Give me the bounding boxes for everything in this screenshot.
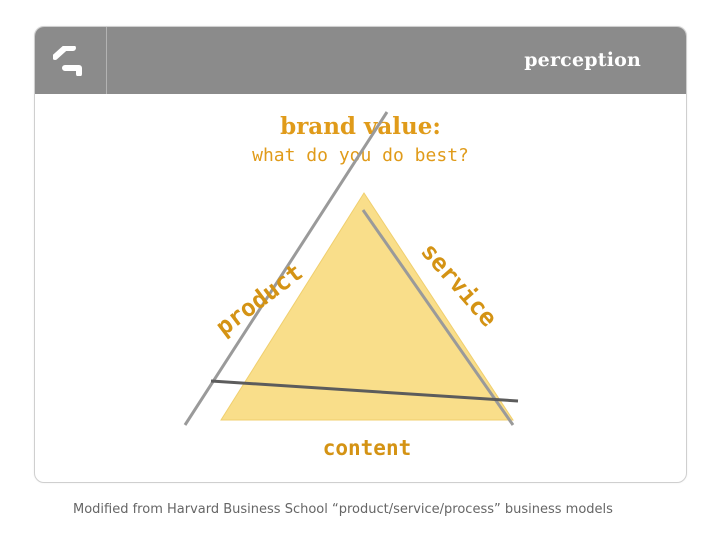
stylized-s-logo-icon: [53, 46, 82, 76]
slide-heading: brand value:: [280, 113, 441, 140]
service-divider-line: [361, 209, 515, 426]
slide-card: perception brand value: what do you do b…: [34, 26, 687, 483]
header-divider: [106, 27, 107, 94]
brand-value-triangle-diagram: product service content: [183, 111, 519, 460]
product-divider-line: [183, 111, 389, 426]
header-title: perception: [524, 49, 641, 71]
content-base-line: [210, 379, 519, 403]
triangle-shape: [220, 192, 514, 421]
header-bar: perception: [35, 27, 686, 94]
footnote: Modified from Harvard Business School “p…: [73, 502, 613, 517]
content-label: content: [323, 436, 412, 460]
